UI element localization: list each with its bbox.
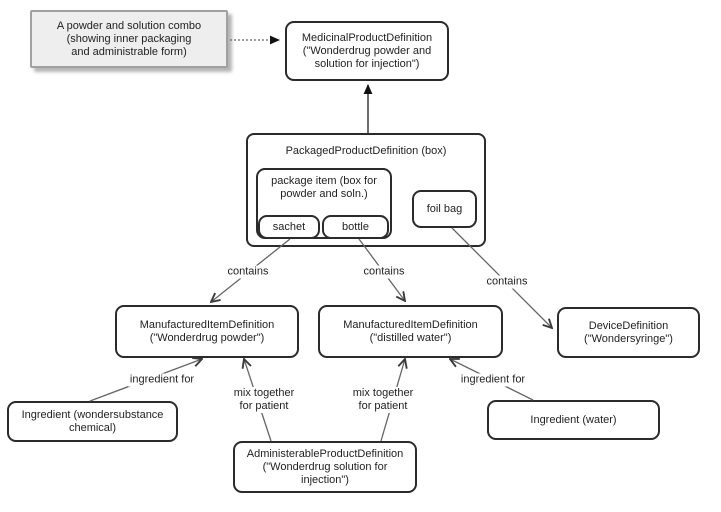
node-administerable-product-definition: AdministerableProductDefinition ("Wonder… — [233, 441, 417, 493]
node-bottle: bottle — [322, 215, 389, 239]
node-ingredient-chemical: Ingredient (wondersubstance chemical) — [7, 401, 178, 442]
node-medicinal-product-definition: MedicinalProductDefinition ("Wonderdrug … — [285, 21, 449, 81]
node-device-definition: DeviceDefinition ("Wondersyringe") — [557, 307, 700, 358]
edge-label-ingredient-for-left: ingredient for — [127, 373, 197, 387]
edge-label-contains-sachet: contains — [225, 265, 271, 279]
node-sachet: sachet — [258, 215, 320, 239]
edge-label-contains-foilbag: contains — [484, 275, 530, 289]
edge-label-contains-bottle: contains — [361, 265, 407, 279]
node-manufactured-item-water: ManufacturedItemDefinition ("distilled w… — [318, 305, 503, 358]
edge-label-mix-together-left: mix together for patient — [231, 387, 297, 413]
edge-label-ingredient-for-right: ingredient for — [458, 373, 528, 387]
node-ingredient-water: Ingredient (water) — [487, 400, 660, 440]
note-powder-solution-combo: A powder and solution combo (showing inn… — [30, 10, 228, 68]
node-manufactured-item-powder: ManufacturedItemDefinition ("Wonderdrug … — [115, 305, 299, 358]
edge-label-mix-together-right: mix together for patient — [350, 387, 416, 413]
node-foil-bag: foil bag — [412, 190, 477, 228]
